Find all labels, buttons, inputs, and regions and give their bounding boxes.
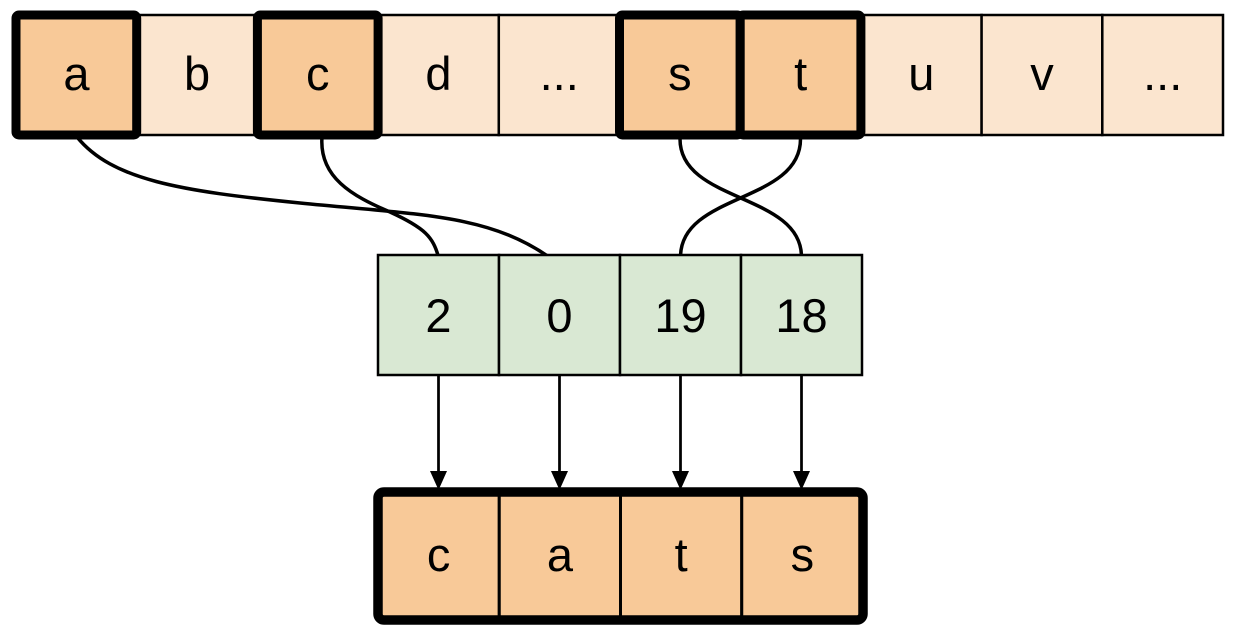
word-cell-s (740, 490, 865, 622)
alphabet-label-a: a (63, 47, 90, 100)
word-label-a: a (547, 528, 574, 581)
alphabet-label-u: u (908, 47, 934, 100)
down-arrows (430, 376, 810, 490)
curve-t-to-19 (678, 138, 803, 258)
alphabet-label-ellipsis-left: ... (540, 47, 579, 100)
curve-a-to-0 (75, 135, 550, 259)
index-row (376, 253, 864, 377)
alphabet-row (11, 10, 1225, 140)
alphabet-cell-ellipsis-left (497, 13, 621, 137)
word-label-t: t (675, 528, 688, 581)
alphabet-label-d: d (425, 47, 451, 100)
index-label-19: 19 (654, 289, 706, 342)
alphabet-cell-a (11, 10, 142, 140)
word-row-labels: c a t s (427, 528, 814, 581)
alphabet-label-v: v (1030, 47, 1054, 100)
word-row (373, 487, 868, 625)
index-cell-0 (497, 253, 622, 377)
alphabet-label-ellipsis-right: ... (1143, 47, 1182, 100)
arrow-2-to-c (430, 376, 447, 490)
word-label-c: c (427, 528, 451, 581)
alphabet-cell-c (252, 10, 383, 140)
arrowhead-icon (430, 471, 447, 490)
alphabet-label-s: s (668, 47, 692, 100)
word-cell-a (497, 490, 622, 622)
alphabet-cell-t (735, 10, 866, 140)
alphabet-label-t: t (794, 47, 807, 100)
index-row-labels: 2 0 19 18 (425, 289, 827, 342)
index-label-2: 2 (425, 289, 451, 342)
index-cell-2 (376, 253, 501, 377)
word-row-outline (373, 487, 868, 625)
arrow-18-to-s (793, 376, 810, 490)
alphabet-highlighted-cells (11, 10, 866, 140)
alphabet-cell-d (376, 13, 501, 137)
word-label-s: s (791, 528, 815, 581)
alphabet-cell-ellipsis-right (1101, 13, 1225, 137)
alphabet-label-b: b (184, 47, 210, 100)
index-label-18: 18 (775, 289, 827, 342)
curve-c-to-2 (320, 136, 441, 258)
index-label-0: 0 (546, 289, 572, 342)
mapping-curves (75, 135, 804, 259)
arrowhead-icon (551, 471, 568, 490)
arrowhead-icon (672, 471, 689, 490)
arrow-0-to-a (551, 376, 568, 490)
index-cell-19 (618, 253, 743, 377)
index-cell-18 (739, 253, 864, 377)
arrowhead-icon (793, 471, 810, 490)
arrow-19-to-t (672, 376, 689, 490)
alphabet-label-c: c (306, 47, 330, 100)
alphabet-row-labels: a b c d ... s t u v ... (63, 47, 1182, 100)
